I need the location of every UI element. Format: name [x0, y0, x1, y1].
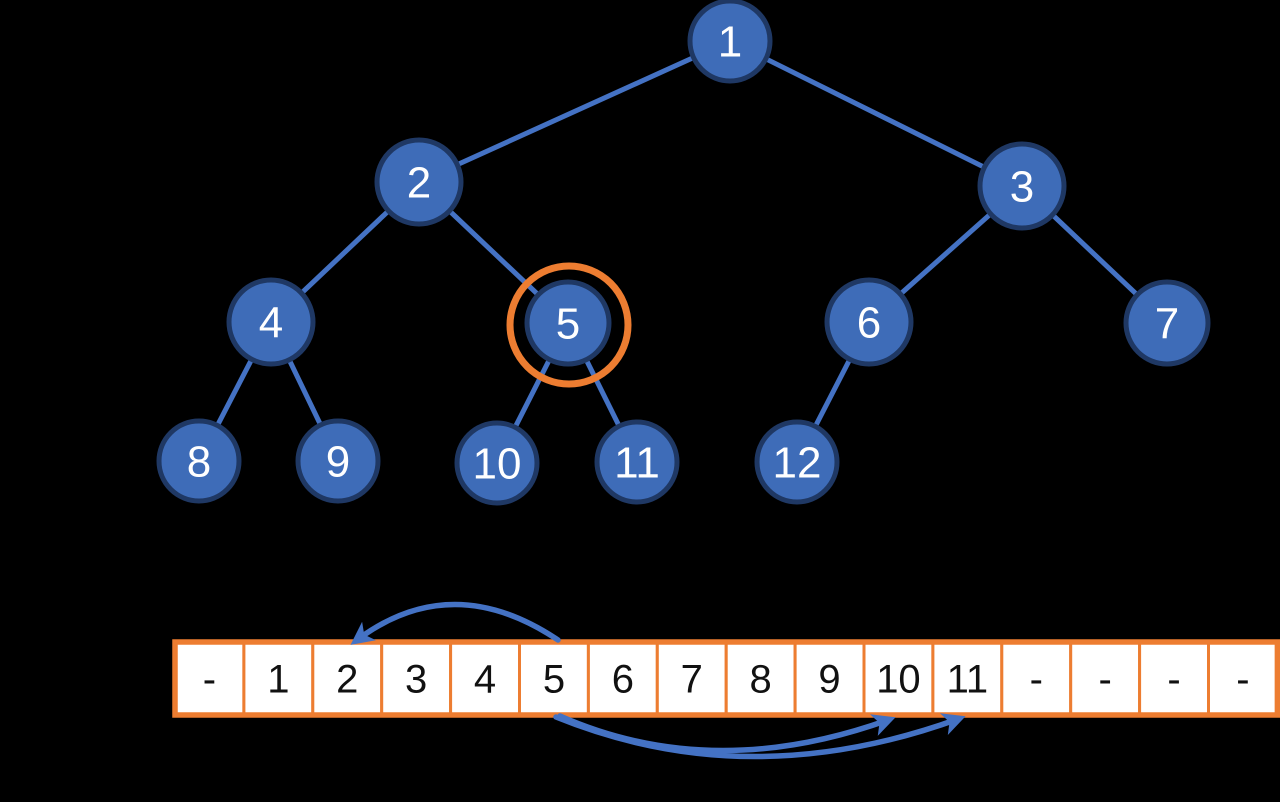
array-cell-value: 4 — [474, 658, 496, 702]
array-outer-frame — [172, 639, 1280, 718]
array-cell-value: 10 — [876, 658, 921, 702]
array-cell-2: 2 — [311, 640, 384, 717]
tree-node-10: 10 — [454, 420, 540, 506]
tree-node-circle — [524, 279, 612, 367]
tree-node-label: 9 — [326, 437, 350, 486]
array-cell-box — [311, 640, 384, 717]
array-cell-7: 7 — [655, 640, 728, 717]
arrow-child-to-parent — [350, 601, 561, 645]
array-cell-value: - — [1167, 658, 1180, 702]
tree-node-label: 10 — [473, 439, 522, 488]
tree-node-4: 4 — [226, 277, 316, 367]
tree-node-5: 5 — [524, 279, 612, 367]
tree-node-7: 7 — [1123, 279, 1211, 367]
array-cell-15: - — [1207, 640, 1279, 717]
highlight-ring-node-5 — [506, 262, 632, 388]
array-cell-14: - — [1138, 640, 1210, 717]
tree-node-circle — [754, 419, 840, 505]
tree-node-circle — [594, 419, 680, 505]
array-cell-1: 1 — [242, 640, 315, 717]
array-cell-12: - — [1000, 640, 1073, 717]
tree-node-circle — [374, 137, 464, 227]
tree-node-label: 3 — [1010, 162, 1034, 211]
array-cell-value: 7 — [681, 658, 703, 702]
array-cell-value: - — [1098, 658, 1111, 702]
tree-node-9: 9 — [295, 418, 381, 504]
tree-node-circle — [226, 277, 316, 367]
tree-node-label: 5 — [556, 299, 580, 348]
tree-node-label: 1 — [718, 17, 742, 66]
tree-node-circle — [1123, 279, 1211, 367]
array-cell-value: 6 — [612, 658, 634, 702]
tree-node-label: 6 — [857, 298, 881, 347]
array-cell-13: - — [1069, 640, 1142, 717]
tree-node-circle — [454, 420, 540, 506]
tree-node-circle — [824, 277, 914, 367]
tree-node-circle — [156, 418, 242, 504]
array-cell-box — [793, 640, 866, 717]
array-cell-3: 3 — [380, 640, 453, 717]
tree-node-1: 1 — [687, 0, 773, 84]
array-cell-8: 8 — [724, 640, 797, 717]
array-cell-10: 10 — [862, 640, 935, 717]
tree-node-circle — [977, 141, 1067, 231]
tree-node-label: 4 — [259, 298, 283, 347]
tree-node-2: 2 — [374, 137, 464, 227]
tree-edge-1-3 — [727, 38, 1025, 189]
tree-node-3: 3 — [977, 141, 1067, 231]
array-cell-5: 5 — [518, 640, 590, 717]
array-cell-value: 1 — [267, 658, 289, 702]
array-cell-9: 9 — [793, 640, 866, 717]
tree-node-8: 8 — [156, 418, 242, 504]
array-cell-value: 9 — [818, 658, 840, 702]
array-cell-value: - — [1030, 658, 1043, 702]
tree-node-circle — [687, 0, 773, 84]
tree-node-label: 2 — [407, 158, 431, 207]
array-cell-value: 11 — [947, 658, 989, 702]
tree-node-label: 8 — [187, 437, 211, 486]
tree-edge-1-2 — [416, 38, 733, 185]
tree-node-6: 6 — [824, 277, 914, 367]
tree-node-label: 12 — [773, 438, 822, 487]
tree-node-label: 11 — [614, 438, 660, 487]
array-cell-value: 3 — [405, 658, 427, 702]
highlight-layer — [506, 262, 632, 388]
array-cell-value: 8 — [750, 658, 772, 702]
array-cell-value: - — [203, 658, 216, 702]
tree-node-circle — [295, 418, 381, 504]
tree-node-label: 7 — [1155, 299, 1179, 348]
array-cell-value: - — [1236, 658, 1249, 702]
index-arrows-layer — [350, 601, 966, 760]
array-cell-4: 4 — [449, 640, 522, 717]
tree-node-11: 11 — [594, 419, 680, 505]
array-cell-6: 6 — [586, 640, 659, 717]
tree-node-12: 12 — [754, 419, 840, 505]
array-cell-11: 11 — [931, 640, 1004, 717]
array-cell-value: 5 — [543, 658, 565, 702]
arrow-to-right-child — [553, 713, 966, 760]
array-cell-0: - — [173, 640, 246, 717]
array-cell-value: 2 — [336, 658, 358, 702]
